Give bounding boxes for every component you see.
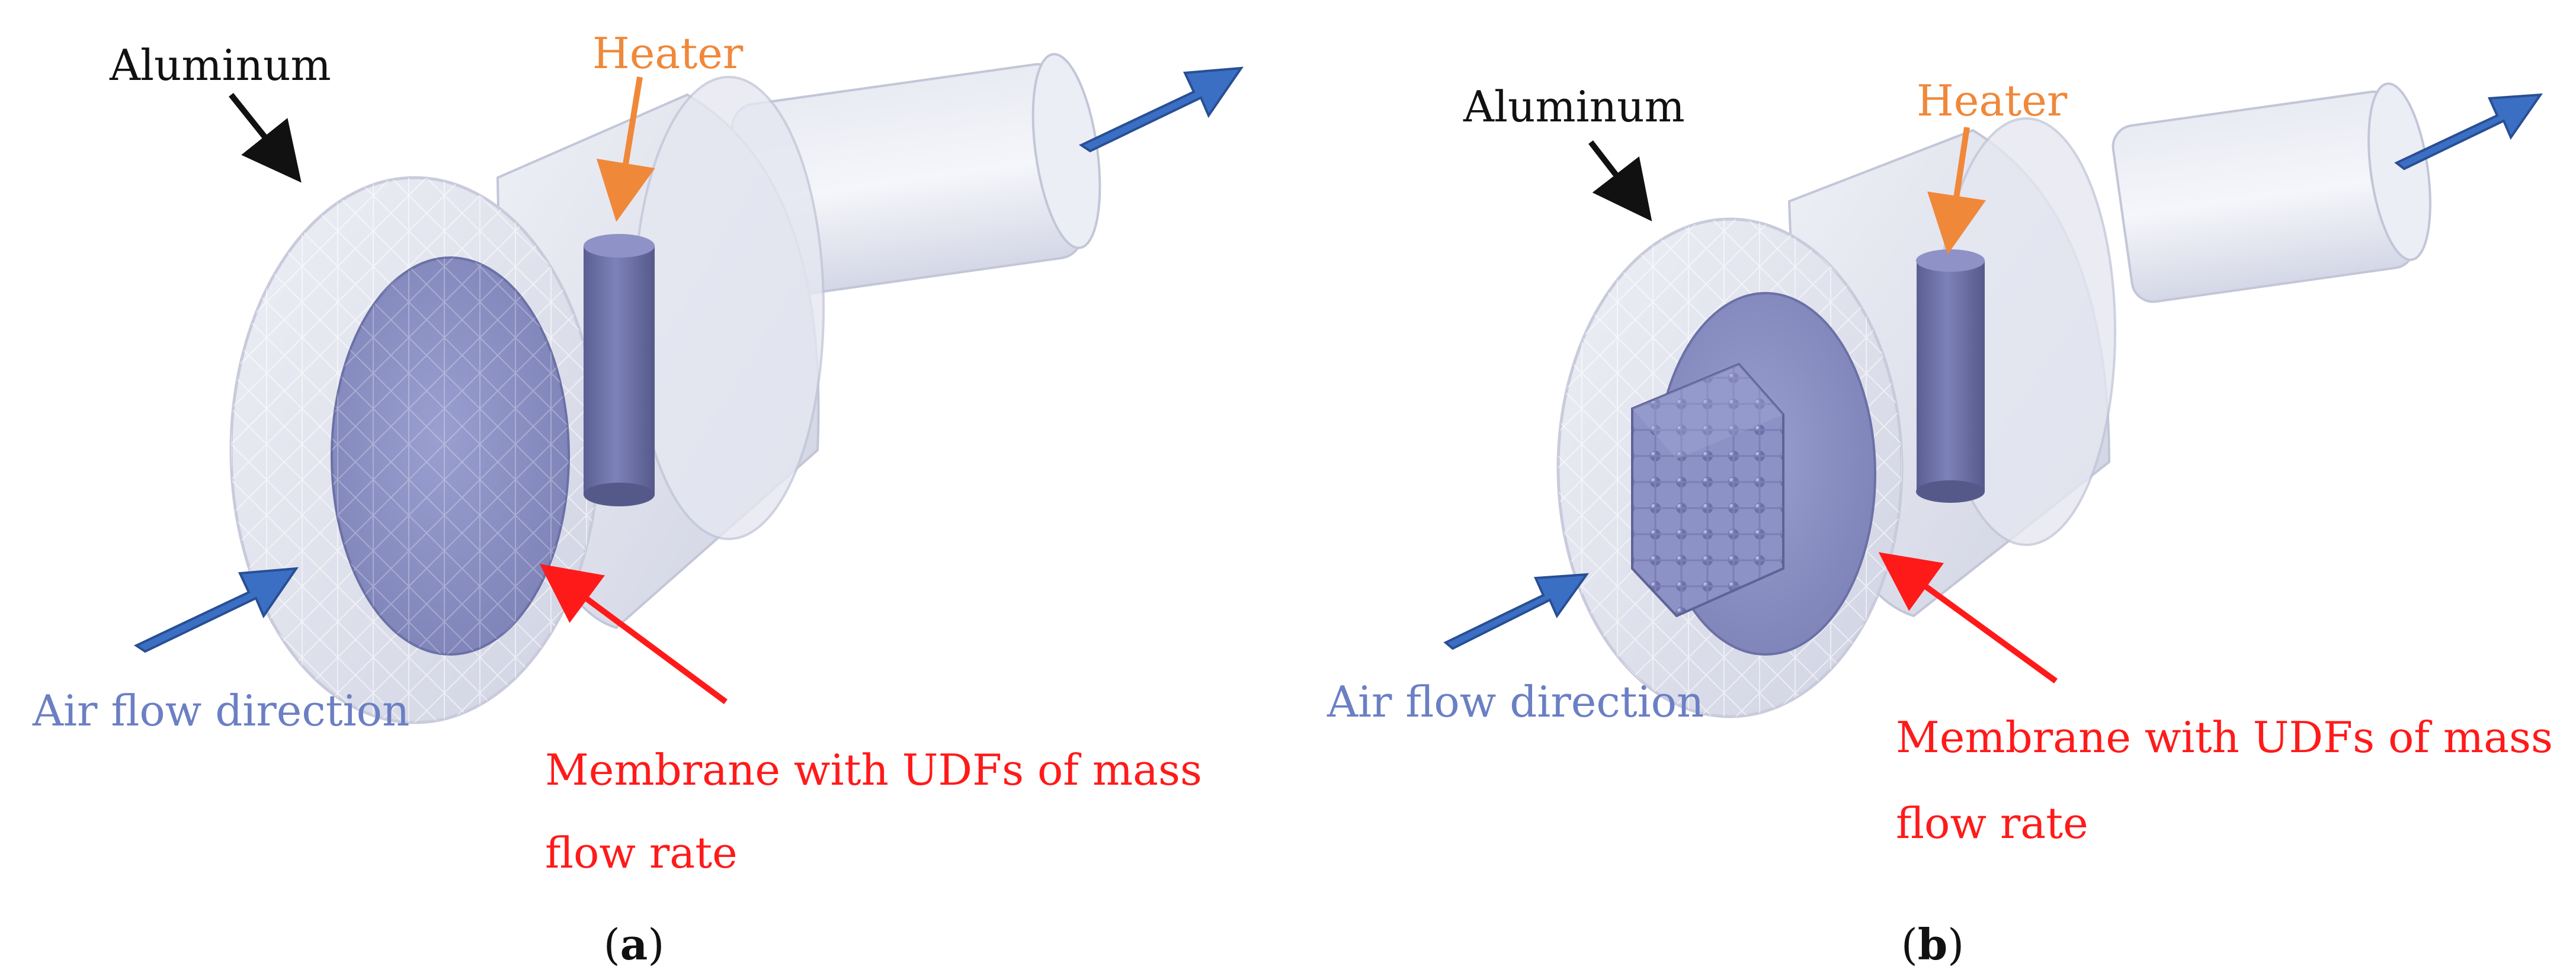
airflow-label: Air flow direction xyxy=(1327,677,1704,727)
heater-label: Heater xyxy=(1917,76,2068,126)
outlet-flow-arrow xyxy=(2394,93,2543,171)
membrane-label-line1: Membrane with UDFs of mass xyxy=(1896,712,2553,762)
panel-b: Aluminum Heater Air flow direction Membr… xyxy=(1327,76,2553,969)
inlet-flow-arrow xyxy=(1443,573,1590,650)
lattice-structure xyxy=(1631,362,1784,618)
membrane-label-line2: flow rate xyxy=(545,828,738,878)
membrane-pointer xyxy=(1878,552,2058,684)
airflow-label: Air flow direction xyxy=(32,686,409,736)
heater-cylinder xyxy=(1916,249,1985,503)
aluminum-pointer xyxy=(1588,140,1652,221)
outlet-flow-arrow xyxy=(1078,66,1244,153)
panel-a: Aluminum Heater Air flow direction Membr… xyxy=(32,28,1244,969)
inlet-flow-arrow xyxy=(133,567,299,653)
outlet-tube xyxy=(2112,82,2431,303)
aluminum-pointer xyxy=(229,92,302,183)
caption-a: (a) xyxy=(604,919,665,969)
caption-b: (b) xyxy=(1901,919,1965,969)
membrane-disc xyxy=(331,256,570,656)
heater-cylinder xyxy=(584,234,655,506)
membrane-label-line2: flow rate xyxy=(1896,798,2088,848)
aluminum-label: Aluminum xyxy=(109,40,331,90)
membrane-label-line1: Membrane with UDFs of mass xyxy=(545,745,1202,795)
aluminum-label: Aluminum xyxy=(1463,82,1685,131)
heater-pointer xyxy=(596,76,655,222)
heater-label: Heater xyxy=(592,28,744,78)
membrane-pointer xyxy=(539,564,728,705)
heater-pointer xyxy=(1927,127,1986,255)
